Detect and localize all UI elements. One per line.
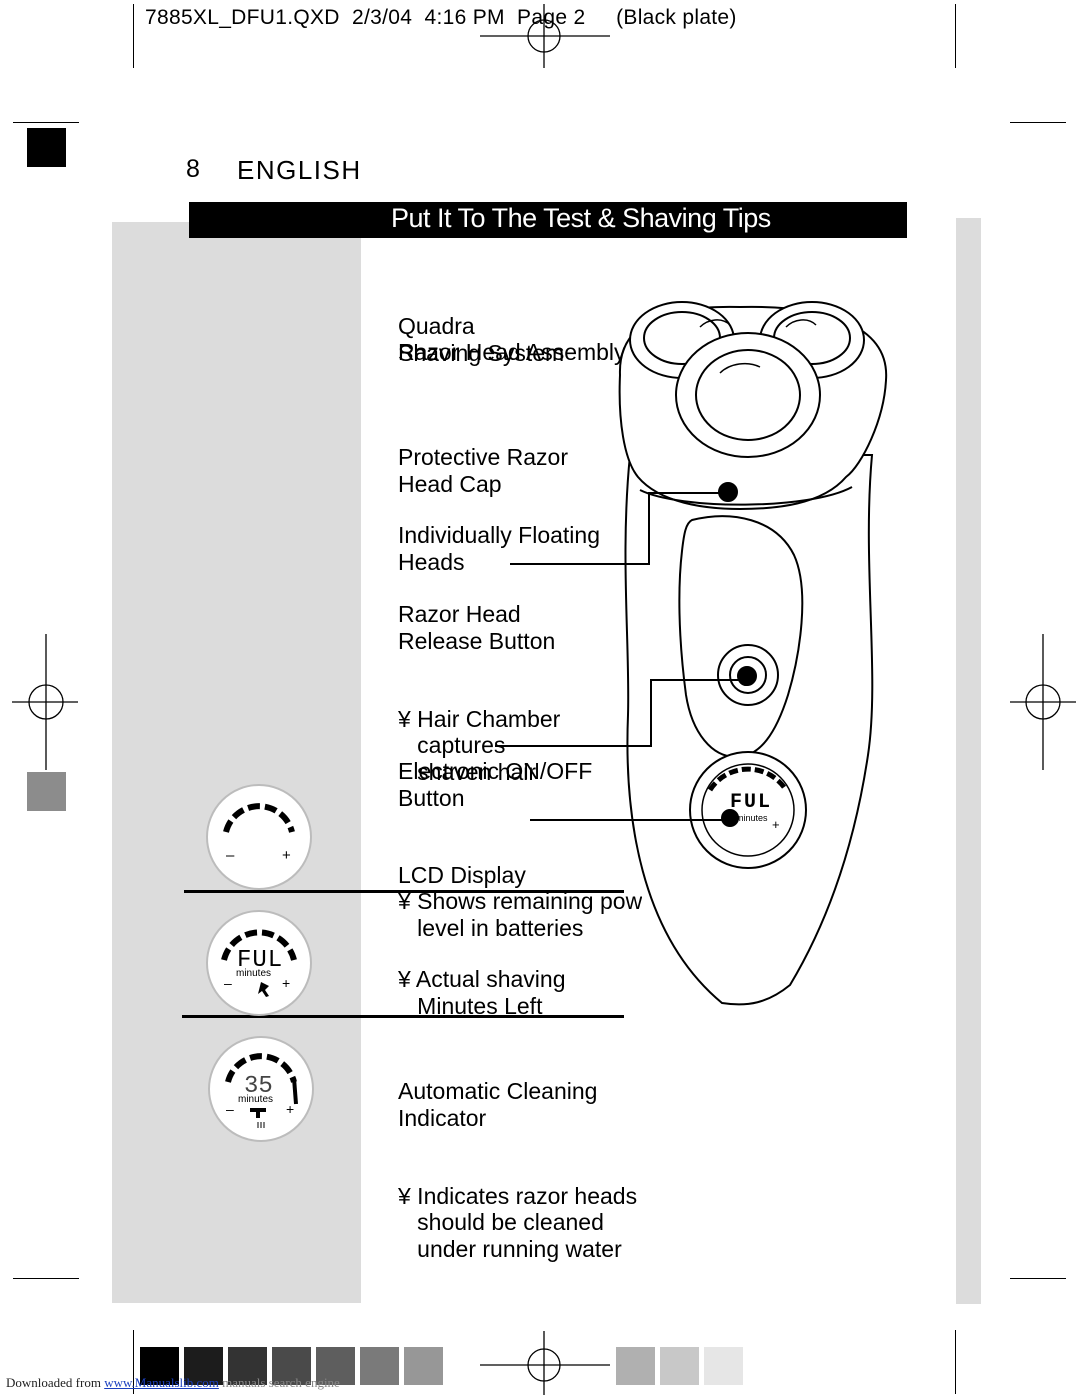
- svg-text:+: +: [282, 975, 290, 991]
- svg-text:–: –: [224, 975, 232, 991]
- registration-target-bottom: [480, 1331, 610, 1395]
- svg-text:minutes: minutes: [236, 968, 271, 979]
- crop-mark: [13, 122, 79, 123]
- language-heading: ENGLISH: [237, 155, 362, 185]
- registration-target-right: [1010, 634, 1076, 770]
- crop-mark: [1010, 1278, 1066, 1279]
- crop-mark: [955, 1330, 956, 1394]
- lcd-example-cleaning: 35 minutes – +: [208, 1036, 314, 1142]
- color-swatch: [616, 1347, 655, 1385]
- crop-mark: [133, 1330, 134, 1394]
- color-swatch: [140, 1347, 179, 1385]
- label-razor-head-assembly: Razor Head Assembly: [398, 339, 626, 365]
- color-swatch: [184, 1347, 223, 1385]
- svg-text:–: –: [226, 847, 235, 864]
- crop-mark: [133, 4, 134, 68]
- lcd-display-face: [701, 763, 795, 857]
- razor-head-bottom: [695, 349, 801, 441]
- color-swatch: [228, 1347, 267, 1385]
- crop-mark: [1010, 122, 1066, 123]
- lcd-ful-text: FUL: [730, 791, 772, 814]
- divider-line: [184, 890, 624, 893]
- color-swatch: [660, 1347, 699, 1385]
- svg-text:FUL: FUL: [237, 947, 283, 974]
- lcd-example-empty: – +: [206, 784, 312, 890]
- label-lcd: LCD Display: [398, 862, 526, 889]
- svg-text:35: 35: [244, 1073, 273, 1100]
- lcd-minutes-text: minutes: [736, 813, 768, 823]
- color-swatch: [404, 1347, 443, 1385]
- color-swatch: [272, 1347, 311, 1385]
- section-title: Put It To The Test & Shaving Tips: [391, 203, 771, 233]
- svg-text:minutes: minutes: [238, 1094, 273, 1105]
- color-swatch: [316, 1347, 355, 1385]
- registration-target-left: [12, 634, 78, 770]
- print-slug: 7885XL_DFU1.QXD 2/3/04 4:16 PM Page 2 (B…: [145, 6, 737, 29]
- svg-text:+: +: [282, 847, 291, 864]
- shaver-illustration: FUL minutes +: [618, 301, 888, 1006]
- color-calibration-bar: [140, 1347, 750, 1385]
- color-swatch: [704, 1347, 743, 1385]
- svg-text:+: +: [286, 1101, 294, 1117]
- manualslib-link[interactable]: www.Manualslib.com: [104, 1375, 219, 1390]
- color-swatch: [360, 1347, 399, 1385]
- lcd-example-full: FUL minutes – +: [206, 910, 312, 1016]
- page-number: 8: [186, 155, 200, 183]
- crop-mark: [955, 4, 956, 68]
- divider-line: [182, 1015, 624, 1018]
- black-square-marker: [27, 128, 66, 167]
- svg-text:+: +: [772, 817, 780, 832]
- gray-square-marker: [27, 772, 66, 811]
- registration-target-top: [480, 4, 610, 68]
- crop-mark: [13, 1278, 79, 1279]
- footer-download-note: Downloaded from www.Manualslib.com manua…: [6, 1375, 340, 1390]
- svg-text:–: –: [226, 1101, 234, 1117]
- label-shaving-minutes: ¥ Actual shaving Minutes Left: [398, 966, 566, 1019]
- section-title-bar: Put It To The Test & Shaving Tips: [189, 202, 907, 238]
- right-gray-strip: [956, 218, 981, 1304]
